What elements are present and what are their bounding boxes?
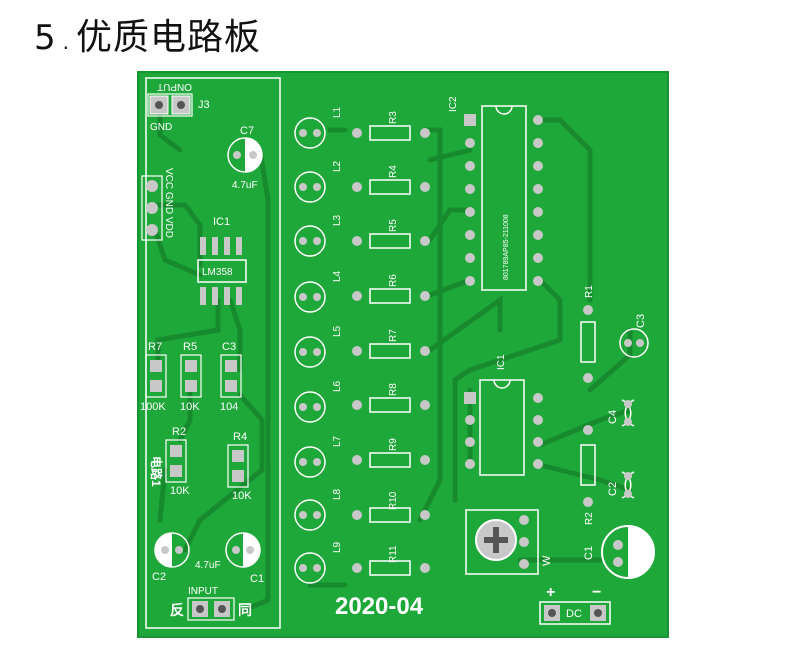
- input-connector: [187, 597, 235, 621]
- r3-label: R3: [388, 111, 399, 124]
- l1-label: L1: [332, 106, 343, 118]
- onput-label: ONPUT: [157, 81, 192, 92]
- j3-label: J3: [198, 99, 210, 111]
- ic1-left-label: IC1: [213, 216, 230, 228]
- dc-minus-label: −: [592, 584, 601, 601]
- r2-right-resistor: [580, 425, 596, 507]
- heading-title: 优质电路板: [76, 17, 262, 58]
- c2-left-label: C2: [152, 571, 166, 583]
- r7-left-label: R7: [148, 341, 162, 353]
- smd-row-1: [145, 354, 242, 398]
- fan-label: 反: [170, 602, 184, 618]
- l4-label: L4: [332, 270, 343, 282]
- value-10k-a: 10K: [180, 401, 200, 413]
- page-heading: 5.优质电路板: [34, 8, 261, 60]
- power-header: [141, 175, 163, 241]
- c3-right-capacitor: [619, 328, 649, 358]
- l7-label: L7: [332, 435, 343, 447]
- lm358-label: LM358: [202, 267, 233, 278]
- smd-row-2: [165, 439, 249, 488]
- c1-right-capacitor: [601, 525, 655, 579]
- c2-right-capacitor: [621, 471, 635, 499]
- r7-right-label: R7: [388, 329, 399, 342]
- l3-label: L3: [332, 214, 343, 226]
- ic2-label: IC2: [448, 96, 459, 112]
- led-footprints: [294, 117, 326, 584]
- c7-capacitor: [227, 137, 263, 173]
- l5-label: L5: [332, 325, 343, 337]
- c1-left-capacitor: [225, 532, 261, 568]
- r5-left-label: R5: [183, 341, 197, 353]
- ic1-right-chip: [464, 379, 543, 476]
- c1-right-label: C1: [583, 546, 595, 560]
- value-10k-b: 10K: [170, 485, 190, 497]
- c3-left-label: C3: [222, 341, 236, 353]
- r8-label: R8: [388, 383, 399, 396]
- vcc-gnd-vdd-label: VCC GND VDD: [163, 168, 174, 238]
- value-104: 104: [220, 401, 238, 413]
- dc-label: DC: [566, 608, 582, 620]
- r6-label: R6: [388, 274, 399, 287]
- heading-dot: .: [62, 30, 70, 54]
- board-date: 2020-04: [335, 593, 424, 620]
- r2-left-label: R2: [172, 426, 186, 438]
- r1-label: R1: [584, 285, 595, 298]
- r1-resistor: [580, 305, 596, 383]
- l8-label: L8: [332, 488, 343, 500]
- c4-label: C4: [607, 410, 619, 424]
- c1-left-label: C1: [250, 573, 264, 585]
- r10-label: R10: [388, 491, 399, 510]
- c7-label: C7: [240, 125, 254, 137]
- c2-right-label: C2: [607, 482, 619, 496]
- l2-label: L2: [332, 160, 343, 172]
- r5-right-label: R5: [388, 219, 399, 232]
- gnd-label: GND: [150, 122, 172, 133]
- r4-right-label: R4: [388, 165, 399, 178]
- heading-number: 5: [34, 18, 57, 58]
- ic2-chip-text: 801789AP85-211008: [503, 214, 510, 280]
- r9-label: R9: [388, 438, 399, 451]
- left-module-outline: [145, 77, 281, 629]
- l6-label: L6: [332, 380, 343, 392]
- l9-label: L9: [332, 541, 343, 553]
- j3-connector: [147, 93, 193, 117]
- r11-label: R11: [388, 545, 399, 563]
- circuit1-label: 电路1: [149, 456, 164, 487]
- potentiometer: [465, 509, 539, 575]
- tong-label: 同: [238, 602, 252, 618]
- c4-capacitor: [621, 399, 635, 427]
- w-label: W: [541, 555, 553, 566]
- dc-plus-label: +: [546, 584, 555, 601]
- c3-right-label: C3: [635, 314, 647, 328]
- ic2-chip: [464, 105, 543, 291]
- ic1-right-label: IC1: [496, 354, 507, 370]
- resistor-footprints: [352, 125, 430, 576]
- value-10k-c: 10K: [232, 490, 252, 502]
- dc-connector: [539, 601, 611, 625]
- value-100k: 100K: [140, 401, 166, 413]
- r4-left-label: R4: [233, 431, 247, 443]
- r2-right-label: R2: [584, 512, 595, 525]
- c7-value: 4.7uF: [232, 180, 258, 191]
- lm358-chip: [197, 237, 247, 305]
- input-label: INPUT: [188, 586, 218, 597]
- c-left-value: 4.7uF: [195, 560, 221, 571]
- c2-left-capacitor: [154, 532, 190, 568]
